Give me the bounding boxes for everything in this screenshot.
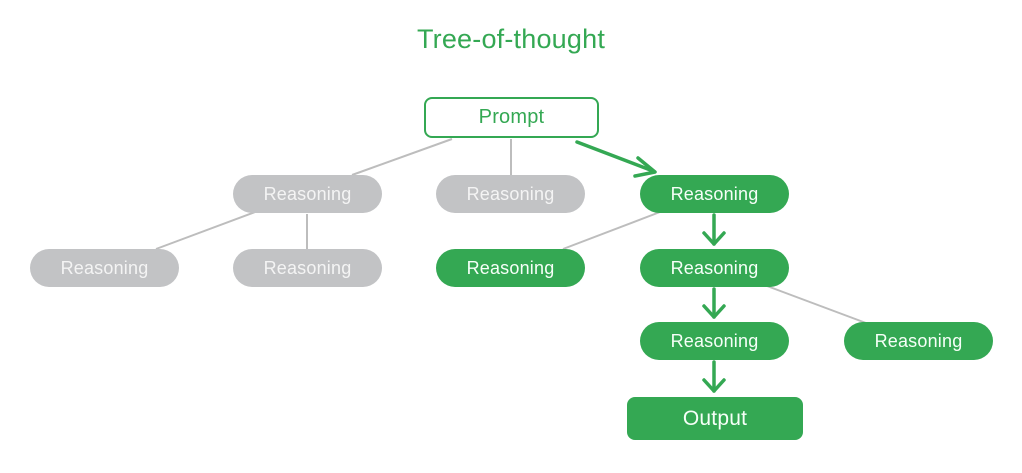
edge-r2d-r3b	[766, 285, 867, 324]
output-node: Output	[627, 397, 803, 440]
reasoning-node-selected: Reasoning	[640, 322, 789, 360]
reasoning-node: Reasoning	[30, 249, 179, 287]
arrow-r1c-r2d	[702, 213, 726, 246]
reasoning-node: Reasoning	[233, 249, 382, 287]
arrow-r3a-output	[702, 360, 726, 393]
edge-r1a-r2a	[155, 211, 256, 250]
reasoning-node: Reasoning	[233, 175, 382, 213]
reasoning-node-explored: Reasoning	[844, 322, 993, 360]
edge-r1c-r2c	[562, 211, 661, 250]
prompt-node: Prompt	[424, 97, 599, 138]
arrow-prompt-r1c	[575, 140, 657, 178]
arrow-r2d-r3a	[702, 287, 726, 319]
reasoning-node-explored: Reasoning	[436, 249, 585, 287]
reasoning-node-selected: Reasoning	[640, 175, 789, 213]
edge-prompt-r1a	[351, 138, 453, 176]
reasoning-node-selected: Reasoning	[640, 249, 789, 287]
diagram-title: Tree-of-thought	[416, 24, 606, 54]
reasoning-node: Reasoning	[436, 175, 585, 213]
